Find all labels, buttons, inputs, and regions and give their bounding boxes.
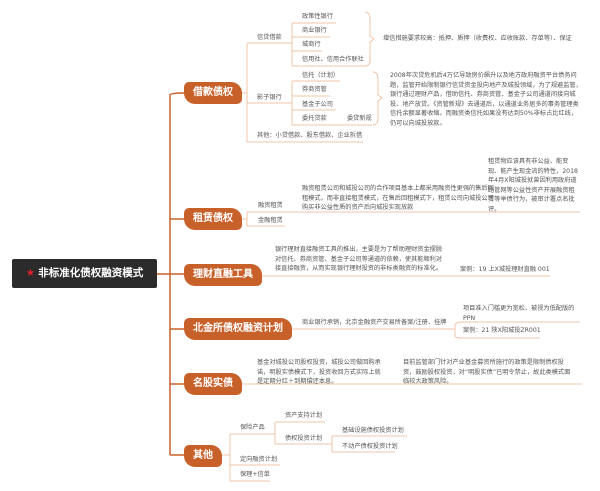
note-wealth: 银行理财直接融资工具的推出，主要是为了帮助理财资金摆脱对信托、券商资管、基金子公… <box>275 246 443 273</box>
branch-lease[interactable]: 租赁债权 <box>184 208 242 230</box>
branch-wealth[interactable]: 理财直融工具 <box>184 264 262 286</box>
node-item[interactable]: 政策性银行 <box>302 13 333 20</box>
node-abs[interactable]: 资产支持计划 <box>285 412 323 419</box>
node-insurance[interactable]: 保险产品 <box>240 424 265 431</box>
branch-cfae[interactable]: 北金所债权融资计划 <box>184 318 292 340</box>
node-financial-lease[interactable]: 金融租赁 <box>258 217 283 224</box>
node-item[interactable]: 商业银行 <box>302 27 327 34</box>
note-cfae: 商业银行承销，北京金融资产交易所备案/注册、挂牌 <box>302 319 447 326</box>
node-entrust-rule[interactable]: 委贷新规 <box>347 115 372 122</box>
node-directed[interactable]: 定向融资计划 <box>240 456 278 463</box>
node-shadow-bank[interactable]: 影子银行 <box>257 94 282 101</box>
node-credit-loan[interactable]: 信贷借款 <box>257 34 282 41</box>
node-item[interactable]: 委托贷款 <box>302 115 327 122</box>
note-credit: 增信措施要求较高：抵押、质押（收费权、应收账款、存单等）、保证 <box>383 35 572 42</box>
node-realestate[interactable]: 不动产债权投资计划 <box>342 443 398 450</box>
note-cfae-point: 项目准入门槛更为宽松、被视为低配版的PPN <box>463 305 575 322</box>
node-item[interactable]: 信用社、信用合作联社 <box>302 56 364 63</box>
branch-others[interactable]: 其他 <box>184 445 222 467</box>
node-debt-plan[interactable]: 债权投资计划 <box>285 435 323 442</box>
note-equity-1: 基金对城投公司股权投资，城投公司做回购承诺，明股实债模式下，投资收回方式实际上就… <box>257 359 381 386</box>
note-lease-1: 融资租赁公司和城投公司的合作项目基本上都采用融资性更强的售后回租模式，而非直接租… <box>302 185 494 212</box>
branch-equity[interactable]: 名股实债 <box>184 373 242 395</box>
star-icon: ★ <box>25 267 36 279</box>
node-other-loans[interactable]: 其他：小贷借款、股东借款、企业拆借 <box>257 132 363 139</box>
root-node[interactable]: ★非标准化债权融资模式 <box>12 259 157 288</box>
note-equity-2: 目前监管部门针对产业基金募资所施行的政策是限制债权投资，鼓励股权投资，对“明股实… <box>403 359 571 386</box>
root-title: 非标准化债权融资模式 <box>38 267 144 279</box>
case-cfae: 案例：21 陕X阳城投ZR001 <box>463 327 541 334</box>
node-factoring[interactable]: 保理+信单 <box>240 471 270 478</box>
node-finance-lease[interactable]: 融资租赁 <box>258 202 283 209</box>
node-infra[interactable]: 基础设施债权投资计划 <box>342 427 404 434</box>
node-item[interactable]: 券商资管 <box>302 86 327 93</box>
branch-loan[interactable]: 借款债权 <box>184 82 242 104</box>
note-lease-2: 租赁物应该具有非公益、能变现、能产生现金流的特性，2018年4月X阳城投就曾因利… <box>488 158 578 213</box>
node-item[interactable]: 基金子公司 <box>302 101 333 108</box>
node-item[interactable]: 城商行 <box>302 41 321 48</box>
node-item[interactable]: 信托（计划） <box>302 72 340 79</box>
case-wealth: 案例：19 上X城投理财直融 001 <box>460 266 550 273</box>
note-shadow: 2008年次贷危机后4万亿导致房价飙升以及地方政府融资平台债务问题，监管开始限制… <box>390 72 582 127</box>
